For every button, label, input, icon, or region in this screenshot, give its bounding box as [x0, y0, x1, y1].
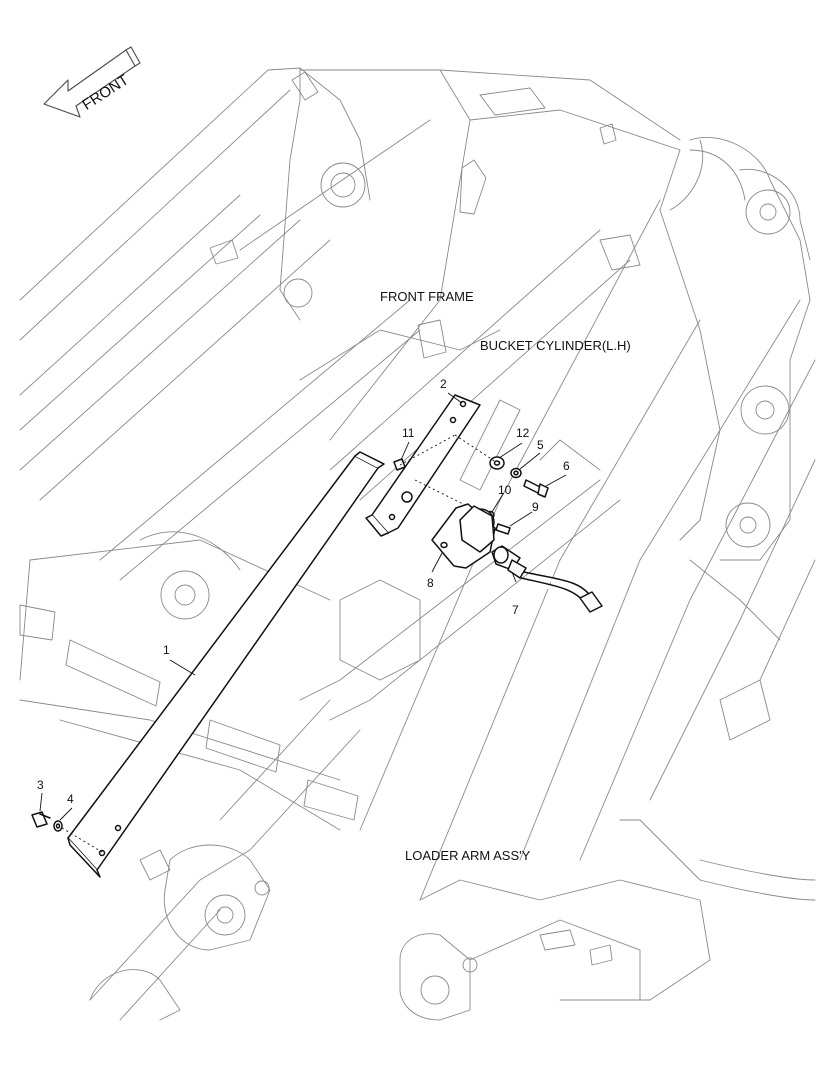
part-8-sensor-bracket [431, 503, 496, 569]
callout-3: 3 [37, 778, 44, 792]
callout-8: 8 [427, 576, 434, 590]
callout-11: 11 [402, 426, 415, 440]
part-12-washer [489, 456, 505, 470]
part-1-cover-bar [67, 451, 385, 878]
callout-9: 9 [532, 500, 539, 514]
part-3-bolt [31, 811, 51, 828]
front-arrow-icon: FRONT [43, 46, 141, 118]
callout-4: 4 [67, 792, 74, 806]
callout-7: 7 [512, 603, 519, 617]
loader-arm-label: LOADER ARM ASS'Y [405, 848, 531, 863]
callout-6: 6 [563, 459, 570, 473]
part-12-spacer [459, 399, 521, 491]
callout-10: 10 [498, 483, 512, 497]
part-5-washer [510, 467, 522, 479]
callout-leaders [39, 392, 567, 821]
part-7-proximity-sensor [491, 545, 603, 613]
callout-5: 5 [537, 438, 544, 452]
part-6-bolt [523, 479, 549, 498]
front-frame-label: FRONT FRAME [380, 289, 474, 304]
callout-12: 12 [516, 426, 530, 440]
part-9-bolt [495, 523, 511, 535]
part-4-washer [53, 820, 63, 832]
callout-1: 1 [163, 643, 170, 657]
part-2-bracket [365, 394, 481, 537]
front-frame-structure [19, 67, 816, 1021]
callout-2: 2 [440, 377, 447, 391]
bucket-cylinder-label: BUCKET CYLINDER(L.H) [480, 338, 631, 353]
part-11-bolt [393, 458, 406, 471]
